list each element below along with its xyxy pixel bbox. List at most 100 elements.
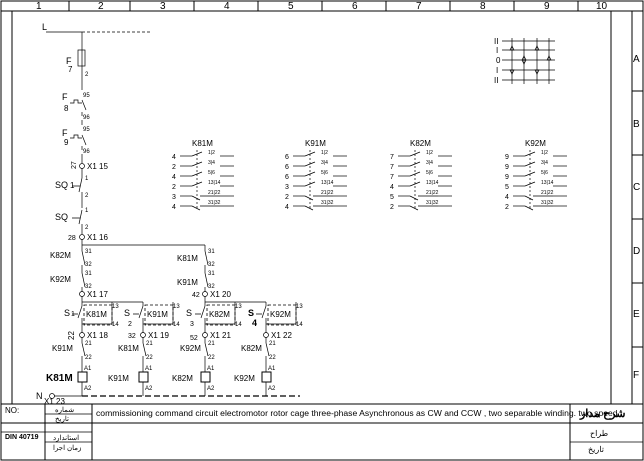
branch-3: S 3 K82M 13 14 52 X1 21 K92M 21 22 A1 K8… [172,302,242,396]
contact-table-value: 6 [285,164,289,171]
stop-button-num: 1 [70,181,75,190]
contact-table-switch [304,205,333,211]
contact-table-value: 2 [285,194,289,201]
contact-pin: 13 [173,304,180,310]
row-label: D [633,246,640,257]
contact-table-value: 2 [390,204,394,211]
switch-position-diagram: II I 0 I II [494,37,555,85]
terminal-x1-22 [263,332,269,338]
contact-table-pin: 3|4 [321,160,328,166]
thermal-f9-pin-bottom: 96 [83,149,90,155]
terminal-x1-22-label: X1 22 [271,331,292,340]
contact-pin: 21 [208,341,215,347]
switch-pos-label: II [494,37,498,46]
button-s4-label: S [248,308,254,318]
supply-l-label: L [42,22,47,32]
contact-table-value: 3 [172,194,176,201]
wire-52-label: 52 [190,335,198,342]
contact-table-value: 5 [390,194,394,201]
col-label: 6 [352,1,358,12]
col-label: 5 [288,1,294,12]
terminal-x1-20-label: X1 20 [210,290,231,299]
coil-k82m [200,371,211,383]
contact-table-value: 4 [285,204,289,211]
fuse-pin: 2 [85,72,89,78]
contact-pin: 32 [85,262,92,268]
control-circuit: L F 7 2 F 8 95 96 F 9 95 96 27 X1 15 SQ … [36,22,303,406]
aux-pin-2: 2 [85,225,89,231]
aux-pin-1: 1 [85,208,89,214]
switch-pos-label: 0 [496,56,501,65]
contact-table-pin: 1|2 [321,150,328,156]
contact-table-pin: 31|32 [426,200,439,206]
coil-pin: A1 [268,366,276,372]
contact-k92m-label: K92M [50,275,71,284]
contact-table-pin: 5|6 [541,170,548,176]
contact-pin: 22 [208,355,215,361]
contact-table-pin: 21|22 [541,190,554,196]
contact-table-pin: 5|6 [208,170,215,176]
coil-pin: A1 [84,366,92,372]
contact-table-pin: 3|4 [208,160,215,166]
title-circuit-label: شرح مدار [579,408,625,420]
fuse-f7-body [77,49,86,67]
contact-table-switch [524,195,553,201]
terminal-x1-20 [202,291,208,297]
terminal-x1-18-label: X1 18 [87,331,108,340]
row-label: A [633,54,640,65]
contact-pin: 31 [85,249,92,255]
contact-pin: 14 [173,322,180,328]
contact-table-value: 4 [505,194,509,201]
stop-pin-2: 2 [85,193,89,199]
contact-pin: 13 [296,304,303,310]
interlock-k92m-label: K92M [180,344,201,353]
contact-table-title: K92M [525,139,546,148]
contact-pin: 31 [208,249,215,255]
contact-table-value: 5 [505,184,509,191]
terminal-x1-15-label: X1 15 [87,162,108,171]
contact-table-title: K81M [192,139,213,148]
col-label: 4 [224,1,230,12]
title-designer-label: طراح [590,429,608,438]
thermal-f8-label: F [62,92,68,102]
coil-pin: A2 [207,386,215,392]
button-s1-label: S [64,308,70,318]
thermal-f8-pin-top: 95 [83,93,90,99]
switch-pos-label: II [494,76,498,85]
contact-pin: 13 [112,304,119,310]
title-no-label: NO: [5,406,19,415]
contact-table-pin: 1|2 [208,150,215,156]
contact-table-value: 4 [390,184,394,191]
thermal-f8-pin-bottom: 96 [83,115,90,121]
contact-table-pin: 21|22 [208,190,221,196]
contact-table-switch [191,195,220,201]
terminal-x1-19-label: X1 19 [148,331,169,340]
contact-table-value: 6 [285,154,289,161]
terminal-x1-16-label: X1 16 [87,233,108,242]
contact-table-title: K91M [305,139,326,148]
col-label: 8 [480,1,486,12]
contact-pin: 14 [235,322,242,328]
contact-pin: 22 [269,355,276,361]
col-label: 1 [36,1,42,12]
column-dividers [68,1,579,11]
thermal-f8-num: 8 [64,104,69,113]
col-label: 7 [416,1,422,12]
contact-pin: 21 [85,341,92,347]
title-block: NO: شماره تاريخ DIN 40719 استاندارد زمان… [1,403,643,460]
coil-pin: A2 [84,386,92,392]
contact-k91m-label: K91M [177,278,198,287]
contact-pin: 14 [112,322,119,328]
contact-pin: 22 [85,355,92,361]
holding-k92m-label: K92M [270,310,291,319]
interlock-k81m-label: K81M [118,344,139,353]
contact-table-switch [409,195,438,201]
contact-pin: 32 [208,284,215,290]
contact-table-value: 4 [172,204,176,211]
contact-table-value: 2 [172,184,176,191]
contact-pin: 31 [85,271,92,277]
row-label: B [633,119,640,130]
contact-table-pin: 13|14 [321,180,334,186]
terminal-x1-18 [79,332,85,338]
